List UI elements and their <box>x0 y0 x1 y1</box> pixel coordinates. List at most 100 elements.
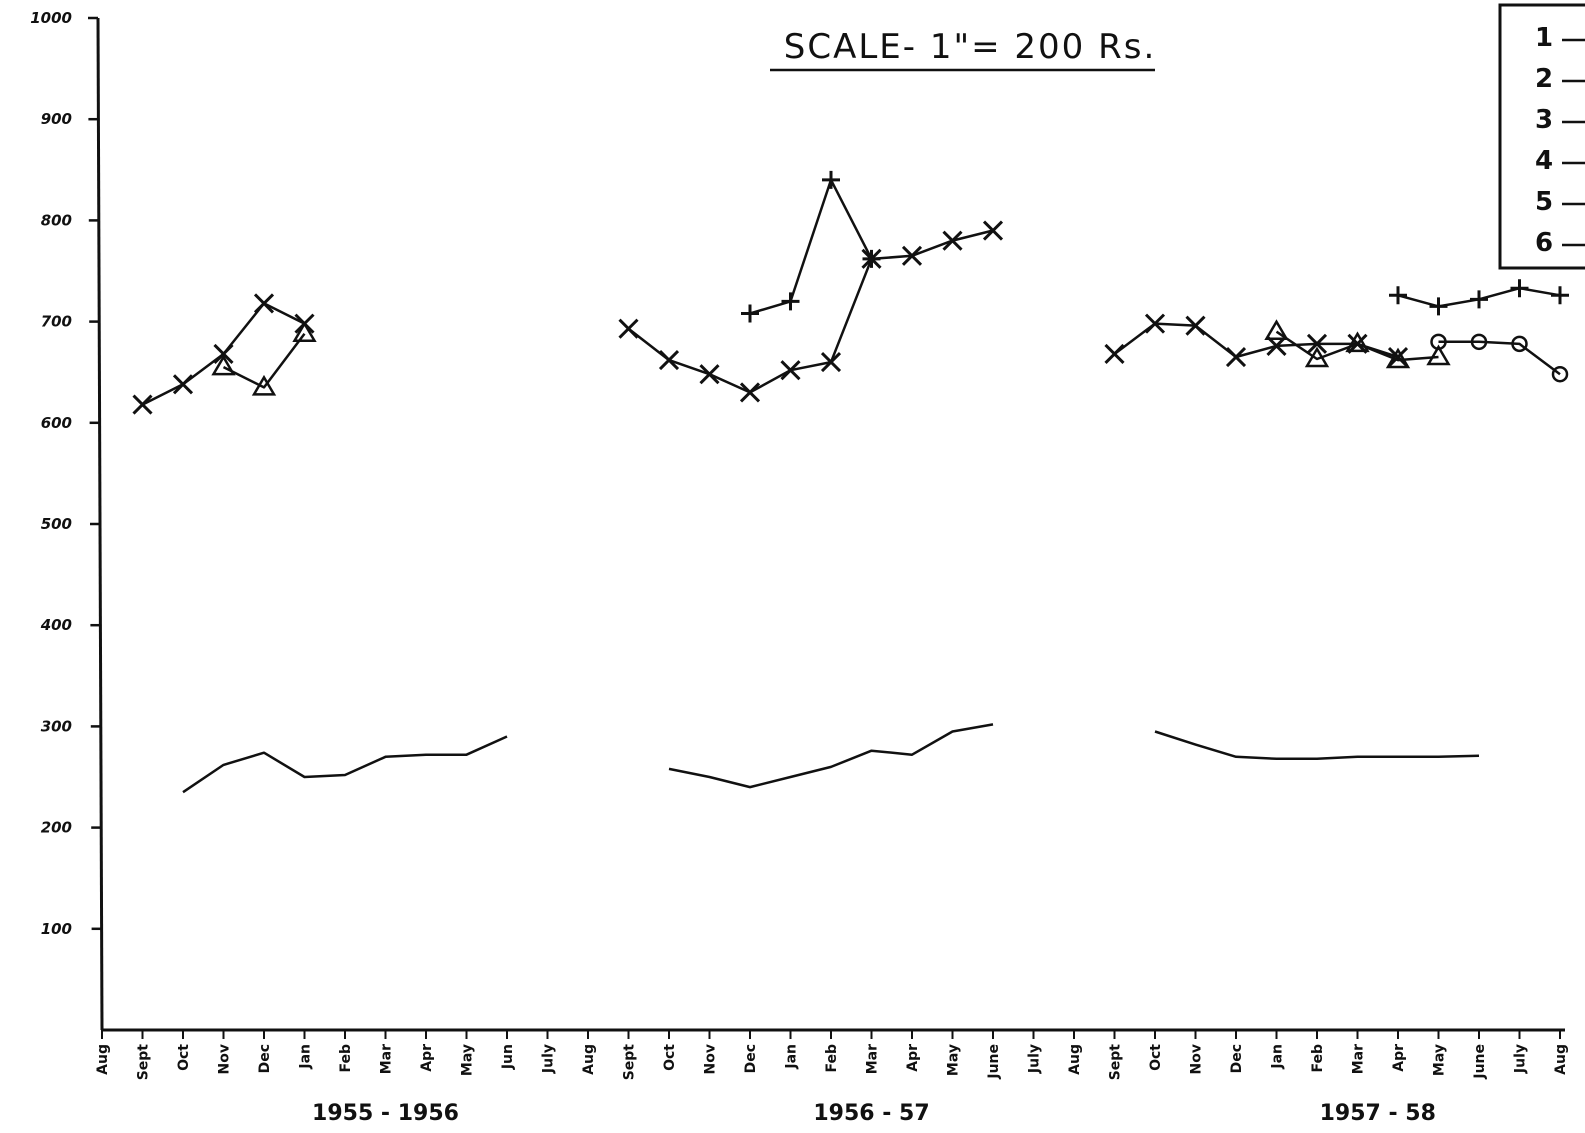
data-point <box>741 304 759 323</box>
x-tick-label: Feb <box>338 1044 354 1073</box>
data-point <box>251 374 277 396</box>
series <box>1264 319 1451 369</box>
period-label: 1956 - 57 <box>813 1101 929 1126</box>
data-point <box>1551 286 1569 305</box>
axes <box>96 17 1565 1032</box>
x-tick-label: Apr <box>419 1044 435 1072</box>
data-point <box>211 354 236 376</box>
series <box>182 735 508 794</box>
x-tick-label: Feb <box>824 1044 840 1073</box>
data-point <box>1429 297 1448 316</box>
x-tick-label: July <box>1027 1044 1043 1074</box>
series <box>618 220 1004 403</box>
x-tick-label: Nov <box>703 1044 719 1074</box>
x-axis-ticks: Aug Sept Oct Nov Dec Jan Feb Mar Apr May Jun July Au… <box>95 1030 1569 1080</box>
x-tick-label: May <box>946 1044 962 1076</box>
series <box>668 723 994 789</box>
data-point <box>1430 333 1447 351</box>
data-point <box>1387 346 1409 368</box>
data-point <box>1426 344 1451 366</box>
x-tick-label: Jun <box>500 1044 516 1070</box>
x-tick-label: Apr <box>905 1044 921 1072</box>
data-point <box>1389 286 1407 305</box>
series <box>741 170 881 323</box>
y-tick-label: 1000 <box>30 9 72 27</box>
y-tick-label: 500 <box>41 515 72 533</box>
legend-label: 1 <box>1535 23 1553 53</box>
data-point <box>1185 315 1206 336</box>
x-tick-label: June <box>1472 1044 1488 1080</box>
data-point <box>942 230 963 251</box>
series-line <box>182 735 508 794</box>
x-tick-label: Dec <box>743 1044 759 1073</box>
y-tick-label: 900 <box>41 110 72 128</box>
x-tick-label: May <box>1432 1044 1448 1076</box>
x-tick-label: Jan <box>298 1044 314 1070</box>
data-point <box>699 364 720 385</box>
x-tick-label: Dec <box>1229 1044 1245 1073</box>
x-tick-label: Mar <box>865 1044 881 1074</box>
period-label: 1955 - 1956 <box>312 1101 459 1126</box>
data-point <box>1551 365 1569 383</box>
series <box>1430 333 1569 383</box>
data-point <box>132 394 153 415</box>
data-point <box>1264 319 1289 340</box>
period-labels: 1955 - 1956 1956 - 57 1957 - 58 <box>312 1101 1436 1126</box>
data-point <box>618 318 639 339</box>
data-point <box>213 343 234 365</box>
x-tick-label: Feb <box>1310 1044 1326 1073</box>
legend-label: 3 <box>1535 105 1553 135</box>
x-tick-label: Aug <box>1067 1044 1083 1075</box>
data-point <box>1225 346 1247 368</box>
x-tick-label: June <box>986 1044 1002 1080</box>
x-tick-label: Nov <box>217 1044 233 1074</box>
chart-title: SCALE- 1"= 200 Rs. <box>784 27 1157 67</box>
y-tick-label: 200 <box>41 819 72 837</box>
x-tick-label: May <box>460 1044 476 1076</box>
x-tick-label: Mar <box>1351 1044 1367 1074</box>
data-point <box>780 360 801 381</box>
x-tick-label: Oct <box>662 1044 678 1071</box>
y-tick-label: 700 <box>41 313 72 331</box>
data-point <box>1144 313 1166 334</box>
x-tick-label: Oct <box>1148 1044 1164 1071</box>
data-point <box>1304 346 1330 368</box>
x-tick-label: Jan <box>784 1044 800 1070</box>
data-point <box>1510 279 1529 298</box>
x-tick-label: Apr <box>1391 1044 1407 1072</box>
y-tick-label: 400 <box>40 616 72 634</box>
series <box>132 293 315 415</box>
x-tick-label: Mar <box>379 1044 395 1074</box>
data-point <box>658 349 680 371</box>
data-point <box>1470 290 1488 309</box>
data-point <box>982 220 1004 241</box>
data-point <box>1385 347 1411 369</box>
data-point <box>292 321 317 342</box>
x-tick-label: Sept <box>136 1044 152 1081</box>
data-point <box>781 292 800 311</box>
data-point <box>901 245 923 266</box>
chart-title-group: SCALE- 1"= 200 Rs. <box>770 27 1157 72</box>
data-point <box>739 382 761 403</box>
y-tick-label: 300 <box>41 717 72 735</box>
legend-label: 4 <box>1535 146 1553 176</box>
y-tick-label: 800 <box>41 211 72 229</box>
legend-label: 2 <box>1535 64 1553 94</box>
series-line <box>1275 330 1439 362</box>
series-line <box>627 229 994 394</box>
data-point <box>253 293 275 314</box>
x-tick-label: Sept <box>1108 1044 1124 1081</box>
x-tick-label: Nov <box>1189 1044 1205 1074</box>
y-tick-label: 100 <box>41 920 72 938</box>
series-line <box>668 723 994 789</box>
x-tick-label: Sept <box>622 1044 638 1081</box>
series-line <box>1438 340 1561 376</box>
x-tick-label: Aug <box>95 1044 111 1075</box>
data-point <box>820 352 842 373</box>
x-tick-label: July <box>541 1044 557 1074</box>
period-label: 1957 - 58 <box>1320 1101 1436 1126</box>
x-tick-label: Jan <box>1270 1044 1286 1070</box>
series-line <box>222 332 306 389</box>
data-point <box>172 374 194 395</box>
series-line <box>749 178 873 315</box>
